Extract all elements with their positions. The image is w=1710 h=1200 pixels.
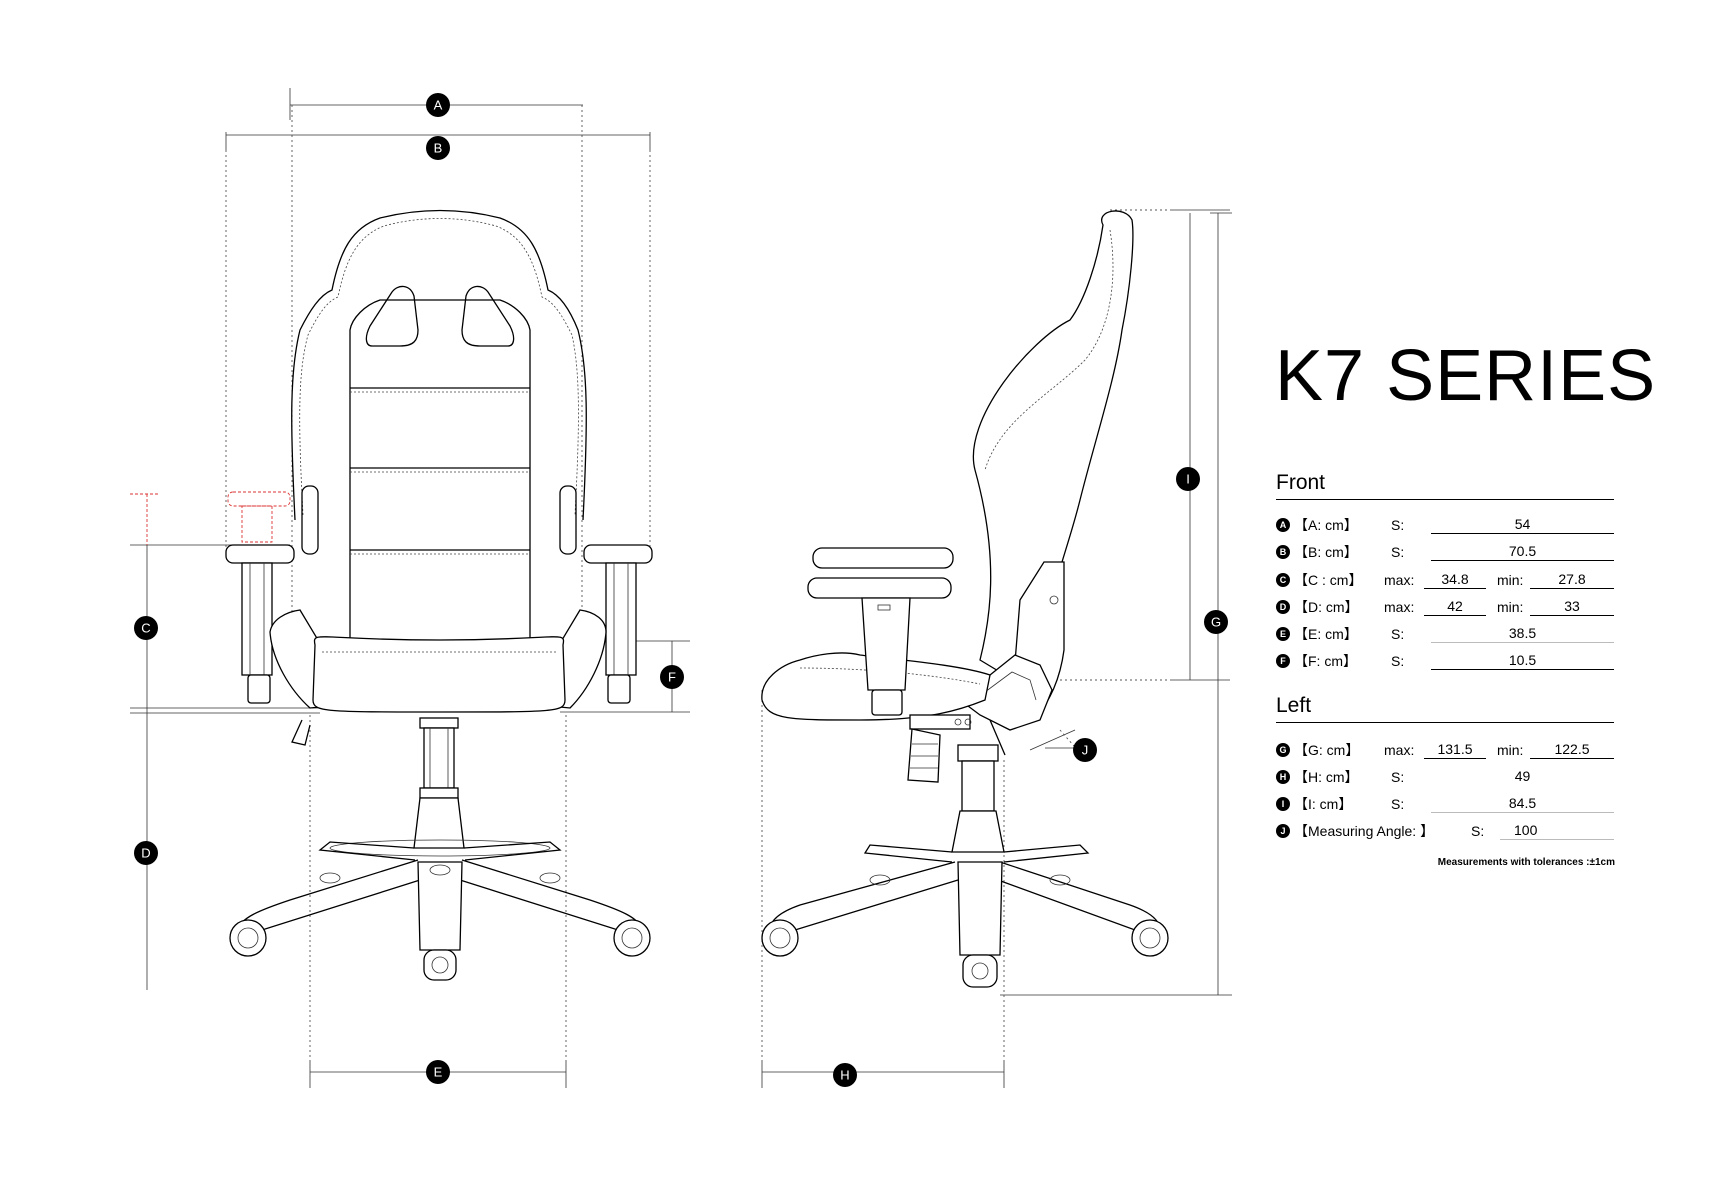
value: 84.5: [1431, 794, 1614, 813]
svg-text:G: G: [1211, 615, 1221, 630]
svg-text:F: F: [668, 670, 676, 685]
badge-a: A: [426, 93, 450, 117]
badge-g: G: [1204, 610, 1228, 634]
value: 49: [1514, 768, 1531, 784]
row-badge: C: [1276, 573, 1290, 587]
min-label: min:: [1497, 742, 1524, 758]
s-label: S:: [1391, 626, 1405, 642]
row-badge: D: [1276, 600, 1290, 614]
value: 10.5: [1431, 651, 1614, 670]
s-label: S:: [1391, 544, 1405, 560]
svg-text:A: A: [434, 98, 443, 113]
badge-j: J: [1073, 738, 1097, 762]
badge-h: H: [833, 1063, 857, 1087]
max-label: max:: [1384, 572, 1415, 588]
svg-text:B: B: [434, 141, 443, 156]
svg-text:H: H: [840, 1068, 849, 1083]
s-label: S:: [1391, 769, 1405, 785]
row-badge: I: [1276, 797, 1290, 811]
row-badge: A: [1276, 518, 1290, 532]
min-label: min:: [1497, 572, 1524, 588]
badge-b: B: [426, 136, 450, 160]
row-badge: F: [1276, 654, 1290, 668]
value: 70.5: [1431, 542, 1614, 561]
value: 54: [1431, 515, 1614, 534]
s-label: S:: [1471, 823, 1485, 839]
s-label: S:: [1391, 653, 1405, 669]
left-heading: Left: [1276, 695, 1614, 723]
svg-text:C: C: [141, 621, 150, 636]
max-label: max:: [1384, 742, 1415, 758]
max-label: max:: [1384, 599, 1415, 615]
row-label: 【D: cm】: [1294, 599, 1359, 615]
badge-f: F: [660, 665, 684, 689]
svg-text:D: D: [141, 846, 150, 861]
svg-text:I: I: [1186, 472, 1190, 487]
min-value: 122.5: [1530, 740, 1614, 759]
max-value: 42: [1424, 597, 1486, 616]
min-value: 33: [1530, 597, 1614, 616]
badge-e: E: [426, 1060, 450, 1084]
front-view: [130, 88, 690, 1088]
max-value: 131.5: [1424, 740, 1486, 759]
row-badge: G: [1276, 743, 1290, 757]
row-label: 【F: cm】: [1294, 653, 1357, 669]
svg-text:J: J: [1082, 743, 1089, 758]
value: 38.5: [1431, 624, 1614, 643]
badge-c: C: [134, 616, 158, 640]
row-badge: J: [1276, 824, 1290, 838]
row-label: 【G: cm】: [1294, 742, 1360, 758]
value: 100: [1500, 821, 1614, 840]
row-label: 【C : cm】: [1294, 572, 1363, 588]
s-label: S:: [1391, 796, 1405, 812]
row-badge: B: [1276, 545, 1290, 559]
badge-d: D: [134, 841, 158, 865]
max-value: 34.8: [1424, 570, 1486, 589]
svg-text:E: E: [434, 1065, 443, 1080]
series-title: K7 SERIES: [1275, 336, 1657, 416]
row-label: 【E: cm】: [1294, 626, 1358, 642]
badge-i: I: [1176, 467, 1200, 491]
front-heading: Front: [1276, 472, 1614, 500]
row-label: 【I: cm】: [1294, 796, 1353, 812]
row-badge: E: [1276, 627, 1290, 641]
s-label: S:: [1391, 517, 1405, 533]
row-label: 【H: cm】: [1294, 769, 1359, 785]
tolerance-note: Measurements with tolerances :±1cm: [1437, 857, 1615, 868]
row-label: 【Measuring Angle: 】: [1294, 823, 1435, 839]
min-label: min:: [1497, 599, 1524, 615]
side-view: [761, 209, 1232, 1088]
row-badge: H: [1276, 770, 1290, 784]
row-label: 【B: cm】: [1294, 544, 1358, 560]
min-value: 27.8: [1530, 570, 1614, 589]
row-label: 【A: cm】: [1294, 517, 1358, 533]
